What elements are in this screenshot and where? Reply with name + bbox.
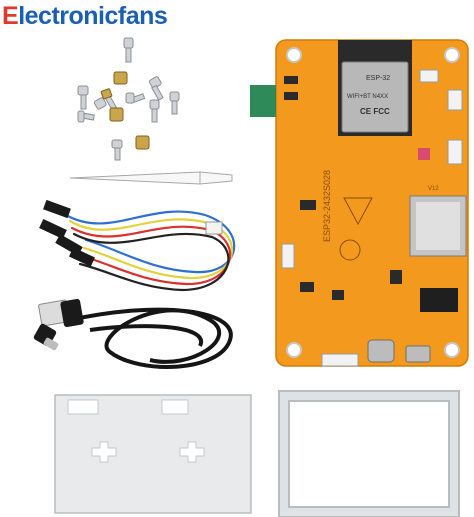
screw	[77, 37, 180, 161]
module-brand-text: ESP-32	[366, 75, 390, 82]
brand-logo-initial: E	[2, 2, 19, 30]
esp32-board: ESP-32 WIFI+BT N4XX CE FCC ESP32-2432S02…	[250, 39, 469, 367]
connector-label-text: V12	[428, 186, 439, 192]
jumper-cable	[39, 199, 236, 292]
screws-and-standoffs	[77, 37, 180, 161]
brand-logo-rest: lectronicfans	[18, 2, 168, 30]
usb-cable	[33, 298, 233, 369]
module-cert-text: CE FCC	[360, 107, 390, 116]
brass-standoff	[100, 71, 150, 150]
module-spec-text: WIFI+BT N4XX	[347, 94, 388, 100]
acrylic-frame	[278, 390, 460, 517]
acrylic-back-plate	[54, 394, 252, 514]
brand-logo: Electronicfans	[2, 2, 168, 31]
board-label-text: ESP32-2432S028	[322, 170, 332, 242]
stylus-pen	[69, 171, 233, 185]
